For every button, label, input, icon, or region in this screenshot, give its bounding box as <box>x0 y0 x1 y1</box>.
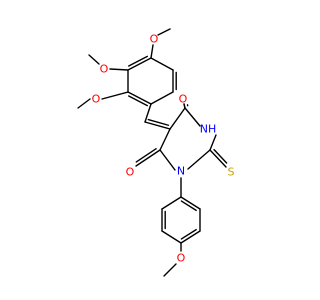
ring-b-aryl-bond <box>161 230 182 244</box>
bond-c-o-mid <box>109 68 129 71</box>
ring-b-bond <box>159 149 176 171</box>
ring-b-bond <box>187 149 211 170</box>
ring-b-bond <box>209 134 217 151</box>
bond-exocyclic-double <box>144 121 171 130</box>
ring-b-bond <box>169 107 186 130</box>
atom-labels: O O O O NH S O N O <box>92 33 235 265</box>
bond-ring-ch <box>144 103 152 123</box>
bond-o-ch3-mid <box>88 54 100 65</box>
bond-o-ch3-left <box>77 98 91 109</box>
atom-label-thione-s: S <box>228 166 235 179</box>
bond-c2-s <box>209 149 227 168</box>
ring-a-bond <box>150 91 174 105</box>
bond-c6-o-inner <box>135 148 157 163</box>
bond-c-o-top <box>150 44 154 59</box>
ring-a-bond <box>127 57 152 71</box>
ring-b-aryl-bond <box>180 230 201 244</box>
ring-b-bond <box>159 128 171 151</box>
bond-exocyclic-double-inner <box>147 118 170 126</box>
atom-label-o-mid-methoxy: O <box>100 63 109 76</box>
atom-label-o-top-methoxy: O <box>150 33 159 46</box>
ring-a-bond <box>150 57 174 71</box>
bond-c-o-left <box>101 91 129 100</box>
bond-c2-s-inner <box>213 148 228 164</box>
atom-label-o-left-methoxy: O <box>92 93 101 106</box>
bond-lines <box>77 28 228 277</box>
ring-a-bond-inner <box>128 55 149 67</box>
atom-label-n1: N <box>177 165 185 178</box>
ring-b-aryl-bond-inner <box>180 228 197 240</box>
atom-label-nh: NH <box>200 123 217 136</box>
molecule-structure-diagram: O O O O NH S O N O <box>77 28 235 277</box>
ring-b-aryl-bond-inner <box>180 200 197 212</box>
bond-o-ch3-top <box>157 28 171 36</box>
bond-c6-o <box>135 149 161 167</box>
ring-a-bond <box>127 91 152 105</box>
bond-c4-o-stub <box>183 103 186 109</box>
atom-label-o-para-methoxy: O <box>177 252 186 265</box>
ring-b-aryl-bond <box>180 196 201 210</box>
bond-o-ch3-para <box>163 263 177 277</box>
ring-b-bond <box>184 107 201 127</box>
ring-b-aryl-bond <box>161 196 182 210</box>
atom-label-o-carbonyl-c6: O <box>126 166 135 179</box>
atom-label-o-carbonyl-c4: O <box>179 93 188 106</box>
ring-a-bond-inner <box>128 95 149 107</box>
